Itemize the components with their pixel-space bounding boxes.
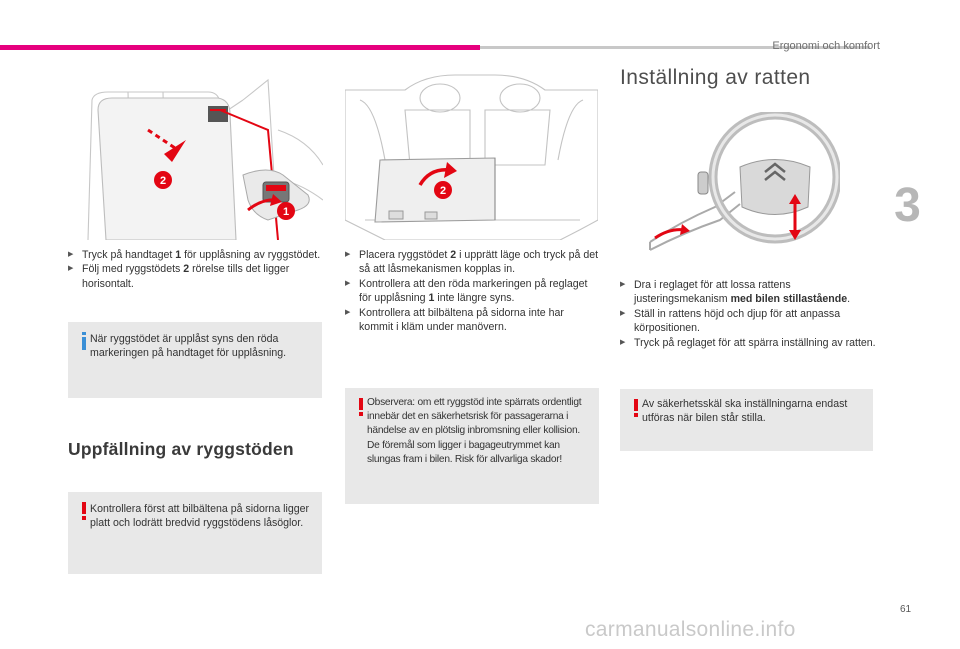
header-accent-bar — [0, 45, 480, 50]
list-item: Kontrollera att den röda markeringen på … — [345, 277, 601, 306]
seat-release-illustration: 2 1 — [68, 70, 323, 240]
list-item: Ställ in rattens höjd och djup för att a… — [620, 307, 876, 336]
warning-box: Kontrollera först att bilbältena på sido… — [68, 492, 322, 574]
chapter-number: 3 — [894, 179, 921, 232]
release-instructions: Tryck på handtaget 1 för upplåsning av r… — [68, 248, 326, 291]
warning-text: Observera: om ett ryggstöd inte spärrats… — [367, 397, 582, 465]
raise-instructions: Placera ryggstödet 2 i upprätt läge och … — [345, 248, 601, 334]
warning-box: Av säkerhetsskäl ska inställningarna end… — [620, 389, 873, 451]
callout-1: 1 — [283, 206, 289, 218]
warning-text: Av säkerhetsskäl ska inställningarna end… — [642, 398, 848, 425]
info-text: När ryggstödet är upplåst syns den röda … — [90, 333, 287, 360]
list-item: Placera ryggstödet 2 i upprätt läge och … — [345, 248, 601, 277]
chapter-tab: 3 — [885, 168, 930, 243]
warning-icon — [359, 398, 363, 416]
page-title: Inställning av ratten — [620, 66, 811, 89]
callout-2: 2 — [160, 175, 166, 187]
list-item: Tryck på handtaget 1 för upplåsning av r… — [68, 248, 326, 263]
warning-icon — [82, 502, 86, 520]
trunk-seatback-illustration: 2 — [345, 70, 598, 240]
steering-instructions: Dra i reglaget för att lossa rattens jus… — [620, 278, 876, 350]
info-icon — [82, 332, 86, 350]
warning-text: Kontrollera först att bilbältena på sido… — [90, 503, 310, 530]
section-title: Ergonomi och komfort — [772, 40, 880, 52]
list-item: Dra i reglaget för att lossa rattens jus… — [620, 278, 876, 307]
steering-wheel-illustration — [640, 112, 840, 252]
list-item: Kontrollera att bilbältena på sidorna in… — [345, 306, 601, 335]
list-item: Tryck på reglaget för att spärra inställ… — [620, 336, 876, 351]
info-box: När ryggstödet är upplåst syns den röda … — [68, 322, 322, 398]
header-rule — [480, 46, 870, 49]
watermark: carmanualsonline.info — [585, 618, 796, 641]
callout-2: 2 — [440, 185, 446, 197]
warning-icon — [634, 399, 638, 417]
page-number: 61 — [900, 604, 912, 615]
section-heading: Uppfällning av ryggstöden — [68, 439, 294, 459]
warning-box: Observera: om ett ryggstöd inte spärrats… — [345, 388, 599, 504]
list-item: Följ med ryggstödets 2 rörelse tills det… — [68, 262, 326, 291]
